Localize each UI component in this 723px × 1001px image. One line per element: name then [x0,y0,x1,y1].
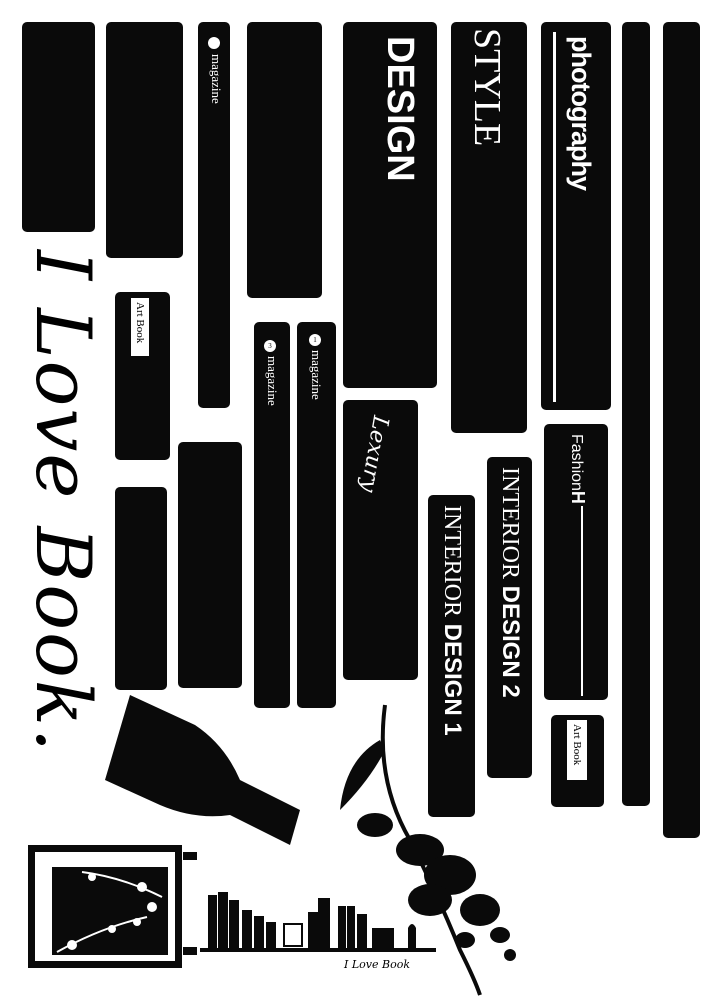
book-art-left: Art Book [115,292,170,460]
book-magazine-1: 1 magazine [297,322,336,708]
magazine-3-dot: 3 [264,340,276,352]
book-interior-2: INTERIOR DESIGN 2 [487,457,532,778]
book-9 [663,22,700,838]
book-lexury: Lexury [343,400,418,680]
book-photography: photography [541,22,611,410]
style-title: STYLE [466,28,508,147]
magazine-3-title: magazine [265,356,280,406]
book-magazine-3: 3 magazine [254,322,290,708]
frame-hook-top [183,852,197,860]
book-4 [247,22,322,298]
book-2 [106,22,183,258]
shelf-caption: I Love Book [344,958,410,971]
design-title: DESIGN [379,36,421,182]
book-8 [622,22,650,806]
book-interior-1: INTERIOR DESIGN 1 [428,495,475,817]
interior-2-word: INTERIOR [497,467,523,579]
interior-1-word: INTERIOR [439,505,465,617]
art-book-label: Art Book [131,298,149,356]
book-12 [178,442,242,688]
magazine-1-dot: 1 [309,334,321,346]
art-book-right-title: Art Book [571,724,583,766]
frame-hook-bottom [183,947,197,955]
interior-2-title: INTERIOR DESIGN 2 [496,467,524,698]
fashion-title: FashionH [567,434,588,504]
interior-2-design: DESIGN 2 [497,585,524,698]
book-1 [22,22,95,232]
fashion-word: Fashion [568,434,585,491]
bottle-icon [105,695,300,845]
i-love-book-headline: I Love Book. [19,250,108,755]
book-style: STYLE [451,22,527,433]
magazine-top-title: magazine [209,54,224,104]
book-design: DESIGN [343,22,437,388]
magazine-1-title: magazine [309,350,324,400]
vine-icon [56,871,163,953]
magazine-dot [208,37,220,49]
bookshelf-icon [200,892,436,952]
book-magazine-top: magazine [198,22,230,408]
lexury-title: Lexury [354,413,393,494]
picture-frame [28,845,197,968]
book-fashion: FashionH [544,424,608,700]
fashion-stripe [581,506,583,696]
book-art-right: Art Book [551,715,604,807]
art-book-left-title: Art Book [134,302,146,344]
book-11 [115,487,167,690]
art-book-right-label: Art Book [567,720,587,780]
photography-stripe [553,32,556,402]
frame-picture [52,867,168,955]
flower-branch-icon [340,704,516,996]
photography-title: photography [566,36,596,190]
fashion-mark: H [568,490,588,504]
